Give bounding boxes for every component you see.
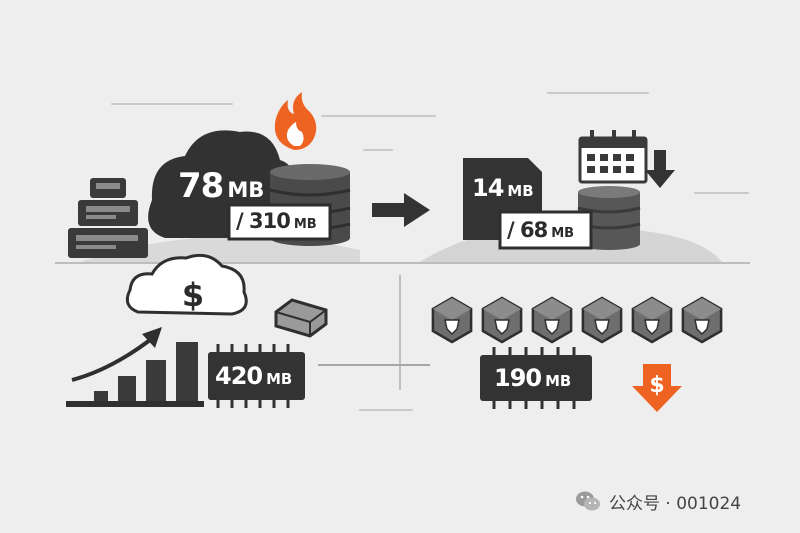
cost-before-chip	[208, 344, 305, 408]
cost-after-unit: MB	[545, 372, 572, 390]
cube-icon	[481, 296, 523, 344]
after-database-icon	[577, 186, 641, 250]
watermark-text: 公众号 · 001024	[609, 493, 742, 514]
watermark: 公众号 · 001024	[575, 488, 741, 514]
cost-after-chip	[480, 347, 592, 409]
coin-dollar-symbol: $	[649, 373, 664, 398]
cost-before-value: 420	[215, 362, 263, 390]
transition-arrow-icon	[372, 193, 430, 227]
before-used-value: 78	[178, 166, 224, 206]
after-total-unit: MB	[551, 226, 575, 241]
cube-icon	[531, 296, 573, 344]
before-total-value: / 310	[236, 209, 291, 233]
down-arrow-icon	[645, 150, 675, 188]
cube-icon	[581, 296, 623, 344]
server-stack-icon	[68, 178, 148, 258]
cube-icon	[681, 296, 723, 344]
calendar-icon	[578, 130, 648, 184]
after-total-value: / 68	[507, 218, 548, 242]
background-lines	[109, 92, 749, 411]
before-total-card	[227, 203, 332, 241]
after-total-card	[498, 210, 593, 250]
flame-icon	[274, 92, 317, 150]
cube-icon	[631, 296, 673, 344]
after-used-unit: MB	[507, 182, 534, 200]
after-used-value: 14	[472, 174, 504, 202]
cost-after-value: 190	[494, 364, 542, 392]
small-chip-icon	[274, 298, 328, 338]
container-cubes-row	[431, 296, 723, 344]
cost-down-arrow-icon	[632, 364, 682, 412]
growth-bars-icon	[66, 327, 204, 407]
before-used-unit: MB	[227, 177, 265, 202]
cube-icon	[431, 296, 473, 344]
wechat-icon	[576, 491, 600, 511]
before-total-unit: MB	[293, 217, 317, 232]
cloud-cost-icon	[125, 253, 248, 316]
cloud-dollar-symbol: $	[182, 276, 204, 314]
cost-before-unit: MB	[266, 370, 293, 388]
